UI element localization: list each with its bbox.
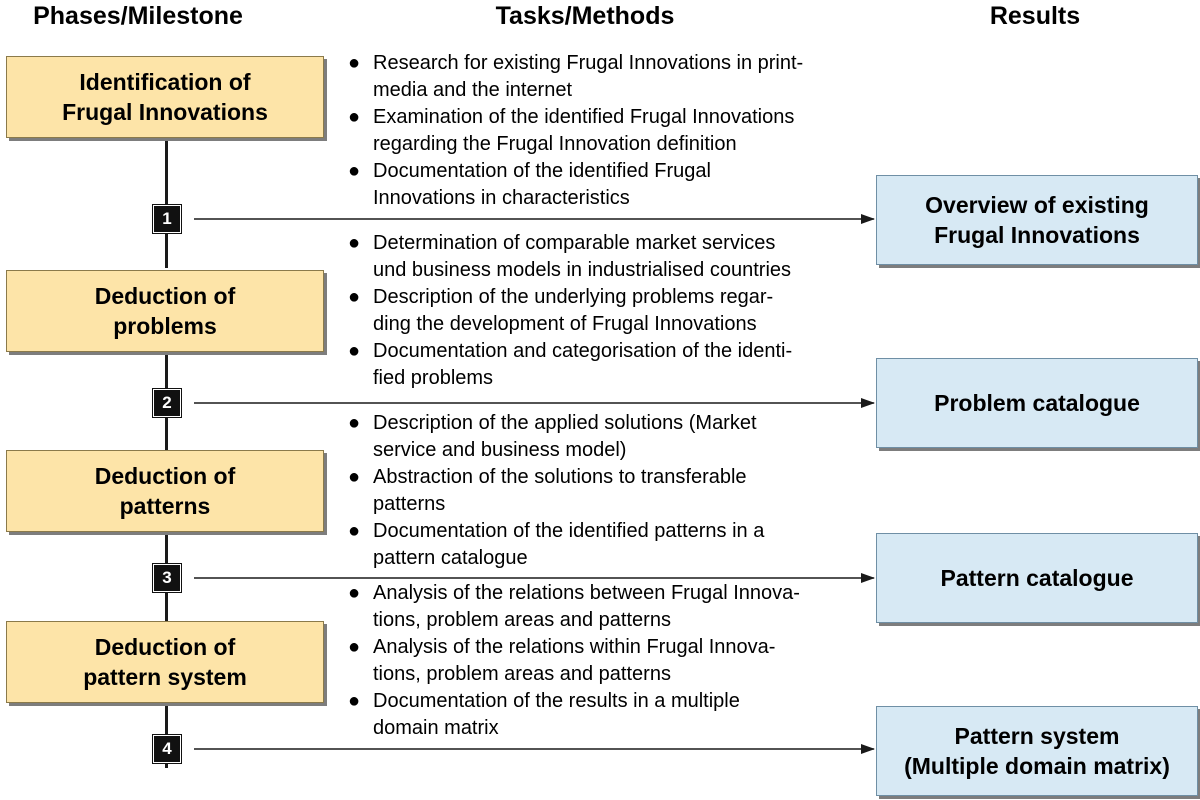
bullet-icon: ●: [348, 286, 361, 308]
phase-label-line2: Frugal Innovations: [62, 99, 268, 125]
task-item: ●Analysis of the relations between Fruga…: [348, 582, 800, 631]
bullet-icon: ●: [348, 160, 361, 182]
phase-box-identification: Identification of Frugal Innovations: [6, 56, 324, 138]
bullet-icon: ●: [348, 340, 361, 362]
result-label-line1: Pattern catalogue: [940, 565, 1134, 591]
phase-box-deduction-patterns: Deduction of patterns: [6, 450, 324, 532]
task-item: ●Examination of the identified Frugal In…: [348, 106, 795, 155]
task-item: ●Documentation of the results in a multi…: [348, 690, 740, 739]
bullet-icon: ●: [348, 520, 361, 542]
phase-label-line1: Identification of: [79, 69, 251, 95]
result-box-pattern-catalogue: Pattern catalogue: [876, 533, 1198, 623]
result-label-line1: Pattern system: [954, 723, 1120, 749]
task-item: ●Documentation and categorisation of the…: [348, 340, 793, 389]
tasks-methods-header: Tasks/Methods: [495, 2, 675, 30]
milestone-3: 3: [153, 564, 181, 592]
bullet-icon: ●: [348, 582, 361, 604]
result-label-line2: (Multiple domain matrix): [904, 753, 1170, 779]
bullet-icon: ●: [348, 412, 361, 434]
milestone-1: 1: [153, 205, 181, 233]
phase-label-line2: pattern system: [83, 664, 247, 690]
task-group-3: ●Description of the applied solutions (M…: [348, 410, 868, 572]
result-label-line1: Problem catalogue: [934, 390, 1140, 416]
phase-box-deduction-pattern-system: Deduction of pattern system: [6, 621, 324, 703]
phase-label-line2: problems: [113, 313, 217, 339]
bullet-icon: ●: [348, 106, 361, 128]
phase-label-line1: Deduction of: [94, 634, 236, 660]
result-box-problem-catalogue: Problem catalogue: [876, 358, 1198, 448]
task-item: ●Description of the applied solutions (M…: [348, 412, 757, 461]
phase-box-deduction-problems: Deduction of problems: [6, 270, 324, 352]
bullet-icon: ●: [348, 52, 361, 74]
result-box-overview: Overview of existing Frugal Innovations: [876, 175, 1198, 265]
task-item: ●Documentation of the identified pattern…: [348, 520, 765, 569]
milestone-4: 4: [153, 735, 181, 763]
bullet-icon: ●: [348, 232, 361, 254]
bullet-icon: ●: [348, 636, 361, 658]
phase-label-line1: Deduction of: [94, 463, 236, 489]
phases-milestone-header: Phases/Milestone: [33, 2, 243, 30]
milestone-2: 2: [153, 389, 181, 417]
result-box-pattern-system: Pattern system (Multiple domain matrix): [876, 706, 1198, 796]
task-item: ●Abstraction of the solutions to transfe…: [348, 466, 747, 515]
timeline-segment-1: [165, 138, 168, 268]
results-header: Results: [989, 2, 1081, 30]
result-label-line2: Frugal Innovations: [934, 222, 1140, 248]
phase-label-line2: patterns: [119, 493, 211, 519]
bullet-icon: ●: [348, 466, 361, 488]
task-group-1: ●Research for existing Frugal Innovation…: [348, 50, 868, 212]
task-item: ●Research for existing Frugal Innovation…: [348, 52, 804, 101]
phase-label-line1: Deduction of: [94, 283, 236, 309]
task-group-2: ●Determination of comparable market serv…: [348, 230, 868, 392]
task-item: ●Analysis of the relations within Frugal…: [348, 636, 776, 685]
bullet-icon: ●: [348, 690, 361, 712]
result-label-line1: Overview of existing: [925, 192, 1149, 218]
task-item: ●Description of the underlying problems …: [348, 286, 774, 335]
task-group-4: ●Analysis of the relations between Fruga…: [348, 580, 868, 742]
task-item: ●Determination of comparable market serv…: [348, 232, 792, 281]
